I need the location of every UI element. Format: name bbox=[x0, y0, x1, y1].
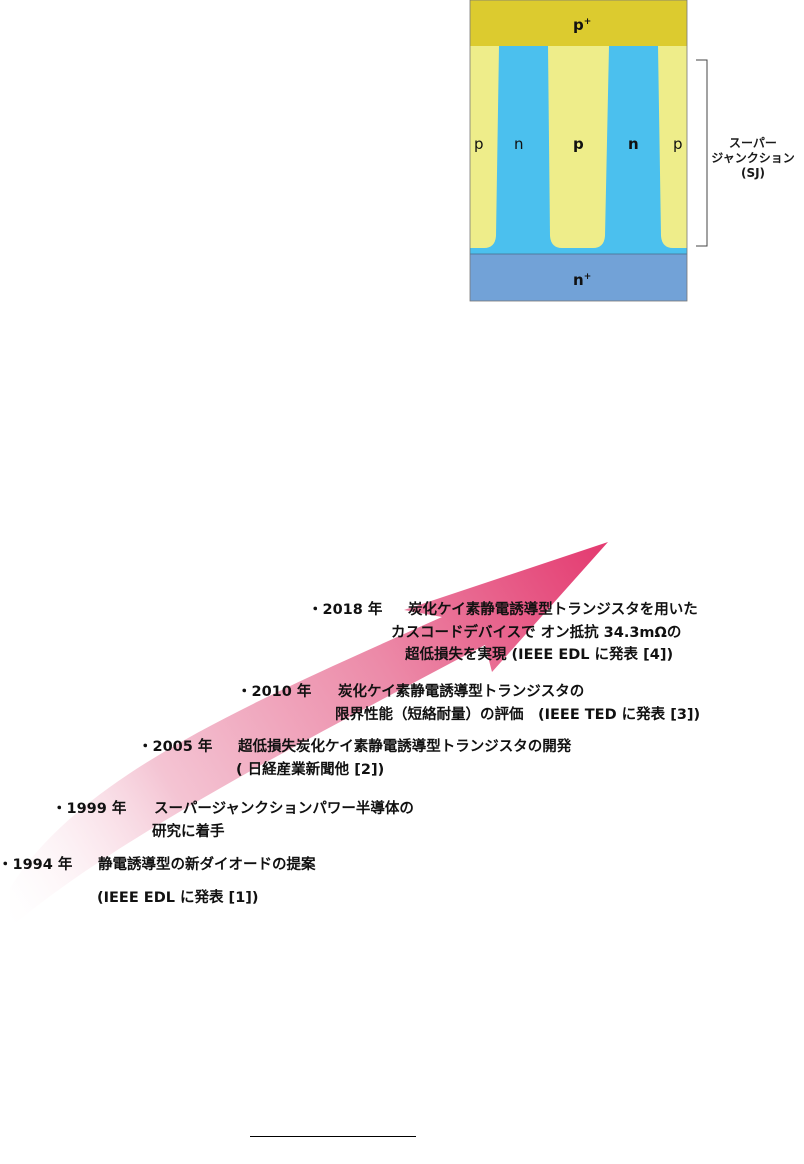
n-plus-layer bbox=[470, 254, 687, 301]
entry-text-line: 静電誘導型の新ダイオードの提案 bbox=[98, 857, 316, 873]
sj-caption: スーパー ジャンクション (SJ) bbox=[700, 136, 804, 181]
entry-text-line: 炭化ケイ素静電誘導型トランジスタの bbox=[338, 684, 585, 700]
p-column-5 bbox=[658, 46, 687, 248]
sj-caption-line-3: (SJ) bbox=[740, 166, 766, 180]
column-label-4: n bbox=[628, 135, 639, 153]
timeline-arrow-shape bbox=[10, 542, 608, 928]
sj-caption-line-1: スーパー bbox=[729, 136, 777, 150]
p-plus-label: p+ bbox=[573, 16, 591, 34]
footnote-divider bbox=[250, 1136, 416, 1137]
bullet: ・ bbox=[52, 801, 67, 817]
diagram-border bbox=[469, 0, 688, 302]
entry-year: 2010 年 bbox=[251, 684, 312, 700]
entry-year: 2018 年 bbox=[322, 602, 383, 618]
entry-text-line: (IEEE EDL に発表 [1]) bbox=[97, 890, 259, 906]
entry-text-line: カスコードデバイスで オン抵抗 34.3mΩの bbox=[391, 625, 682, 641]
sj-caption-line-2: ジャンクション bbox=[711, 151, 795, 165]
entry-year: 1994 年 bbox=[12, 857, 73, 873]
sj-bracket bbox=[696, 59, 708, 247]
bullet: ・ bbox=[0, 857, 13, 873]
entry-text-line: 限界性能（短絡耐量）の評価 (IEEE TED に発表 [3]) bbox=[335, 707, 701, 723]
bullet: ・ bbox=[308, 602, 323, 618]
column-label-3: p bbox=[573, 135, 584, 153]
entry-year: 2005 年 bbox=[152, 739, 213, 755]
entry-text-line: 超低損失炭化ケイ素静電誘導型トランジスタの開発 bbox=[238, 739, 572, 755]
column-label-2: n bbox=[514, 135, 524, 153]
entry-year: 1999 年 bbox=[66, 801, 127, 817]
column-label-1: p bbox=[474, 135, 484, 153]
n-plus-label: n+ bbox=[573, 271, 591, 289]
entry-text-line: ( 日経産業新聞他 [2]) bbox=[236, 762, 385, 778]
p-plus-layer bbox=[470, 0, 687, 46]
entry-text-line: 炭化ケイ素静電誘導型トランジスタを用いた bbox=[408, 602, 698, 618]
superjunction-diagram: p+ n+ p n p n p bbox=[469, 0, 708, 302]
entry-text-line: スーパージャンクションパワー半導体の bbox=[154, 801, 414, 817]
p-column-1 bbox=[470, 46, 499, 248]
p-column-3 bbox=[548, 46, 609, 248]
bullet: ・ bbox=[138, 739, 153, 755]
bullet: ・ bbox=[237, 684, 252, 700]
entry-text-line: 超低損失を実現 (IEEE EDL に発表 [4]) bbox=[405, 647, 674, 663]
entry-text-line: 研究に着手 bbox=[152, 824, 225, 840]
column-label-5: p bbox=[673, 135, 683, 153]
